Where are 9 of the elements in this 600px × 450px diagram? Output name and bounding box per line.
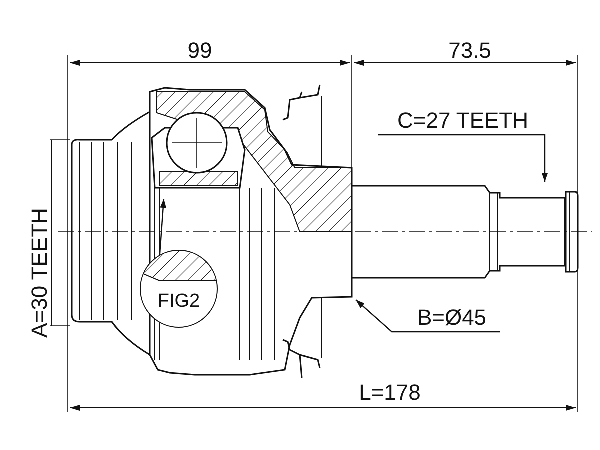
dimension-label: 73.5 xyxy=(448,40,492,62)
leader-label: C=27 TEETH xyxy=(397,110,529,132)
dimension-label: 99 xyxy=(186,40,214,62)
leader-line xyxy=(378,134,548,182)
dimension-label: L=178 xyxy=(358,382,422,404)
leader-line xyxy=(159,198,166,254)
leader-line xyxy=(356,300,500,333)
dimension-label: A=30 TEETH xyxy=(29,207,51,340)
leader-label: B=Ø45 xyxy=(417,307,487,329)
